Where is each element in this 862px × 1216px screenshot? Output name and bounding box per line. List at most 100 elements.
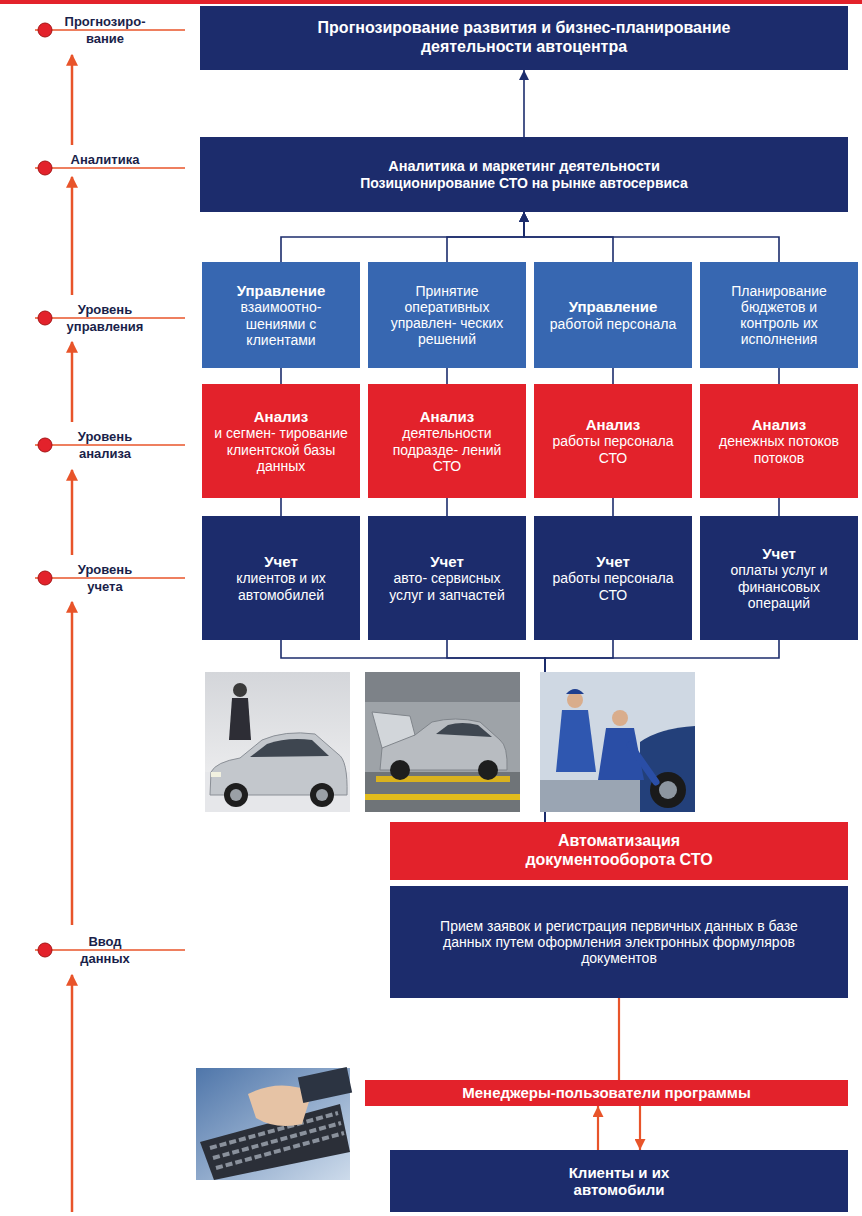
level-label: Ввод данных (74, 933, 136, 967)
worker-body (598, 728, 644, 780)
car-wheel (316, 789, 328, 801)
node-text: работой персонала (550, 316, 676, 332)
node-text: Анализ (586, 416, 640, 433)
client-box: Клиенты и их автомобили (390, 1150, 848, 1212)
node-text: денежных потоков потоков (712, 433, 846, 465)
node-text: Аналитика и маркетинг деятельности (388, 158, 660, 175)
connector-line (524, 212, 779, 262)
accounting-box: Учетклиентов и их автомобилей (202, 516, 360, 640)
connector-line (545, 640, 613, 822)
node-text: Анализ (752, 416, 806, 433)
person-body (229, 698, 251, 740)
analysis-box: Анализденежных потоков потоков (700, 384, 858, 498)
node-text: оплаты услуг и финансовых операций (712, 562, 846, 611)
keyboard-keys (213, 1123, 341, 1158)
accounting-box: Учетоплаты услуг и финансовых операций (700, 516, 858, 640)
level-dot (38, 23, 52, 37)
floor-stripe (365, 794, 520, 800)
accounting-box: Учетработы персонала СТО (534, 516, 692, 640)
level-arrow (71, 55, 74, 145)
process-box: Прием заявок и регистрация первичных дан… (390, 886, 848, 998)
node-text: работы персонала СТО (546, 570, 680, 602)
node-text: Учет (762, 545, 796, 562)
header-box: Прогнозирование развития и бизнес-планир… (200, 6, 848, 70)
connector-line (280, 368, 282, 384)
node-text: работы персонала СТО (546, 433, 680, 465)
node-text: и сегмен- тирование клиентской базы данн… (214, 425, 348, 474)
photo-floor (365, 772, 520, 812)
level-label: Уровень управления (62, 301, 148, 335)
node-text: Анализ (420, 408, 474, 425)
worker-body (556, 710, 596, 772)
car-wheel (390, 760, 410, 780)
connector-line (447, 640, 545, 822)
connector-line (281, 212, 524, 262)
level-underline (35, 167, 185, 169)
car-wheel (224, 783, 248, 807)
level-label: Уровень учета (65, 561, 145, 595)
connector-line (778, 368, 780, 384)
connector-line (778, 498, 780, 516)
management-box: Принятие оперативных управлен- ческих ре… (368, 262, 526, 368)
car-body (380, 719, 507, 770)
worker-head (567, 692, 583, 708)
node-text: деятельности подразде- лений СТО (380, 425, 514, 474)
photo-wall (365, 672, 520, 702)
node-text: Анализ (254, 408, 308, 425)
node-text: Управление (569, 298, 658, 315)
level-label: Аналитика (55, 151, 155, 168)
car-window (250, 739, 329, 757)
level-underline (35, 444, 185, 446)
connector-line (618, 998, 620, 1080)
level-dot (38, 943, 52, 957)
node-text: авто- сервисных услуг и запчастей (380, 570, 514, 602)
level-label: Прогнозиро- вание (57, 13, 153, 47)
photo-background (196, 1068, 350, 1180)
level-arrow (71, 177, 74, 295)
process-box: Аналитика и маркетинг деятельностиПозици… (200, 137, 848, 212)
node-text: Позиционирование СТО на рынке автосервис… (360, 175, 688, 191)
management-box: Управлениевзаимоотно- шениями с клиентам… (202, 262, 360, 368)
management-box: Планирование бюджетов и контроль их испо… (700, 262, 858, 368)
car-wheel (659, 781, 677, 799)
connector-line (280, 498, 282, 516)
connector-line (612, 498, 614, 516)
connector-line (545, 640, 779, 822)
node-text: Управление (237, 282, 326, 299)
node-text: Прием заявок и регистрация первичных дан… (430, 918, 808, 967)
car-wheel (478, 760, 498, 780)
level-dot (38, 161, 52, 175)
level-label: Уровень анализа (65, 428, 145, 462)
connector-line (523, 70, 525, 137)
level-arrow (71, 975, 74, 1212)
user-band: Менеджеры-пользователи программы (365, 1080, 848, 1106)
level-underline (35, 949, 185, 951)
node-text: клиентов и их автомобилей (214, 570, 348, 602)
worker-arm (630, 745, 656, 782)
photo-floor (540, 780, 695, 812)
hand (248, 1085, 312, 1126)
photo-background (365, 672, 520, 812)
level-underline (35, 317, 185, 319)
car-wheel (230, 789, 242, 801)
analysis-box: Анализи сегмен- тирование клиентской баз… (202, 384, 360, 498)
photo-floor (205, 772, 350, 812)
person-head (233, 683, 247, 697)
worker-cap (566, 689, 584, 694)
top-bar (0, 0, 862, 4)
node-text: Принятие оперативных управлен- ческих ре… (380, 283, 514, 348)
photo-background (540, 672, 695, 812)
car-hood (372, 712, 415, 748)
level-arrow (71, 602, 74, 925)
connector-line (447, 212, 524, 262)
analysis-box: Анализдеятельности подразде- лений СТО (368, 384, 526, 498)
car-body (210, 733, 347, 795)
connector-line (597, 1106, 599, 1150)
node-text: Прогнозирование развития и бизнес-планир… (310, 19, 738, 56)
lift-arm (376, 776, 510, 782)
level-arrow (71, 470, 74, 555)
connector-line (281, 640, 545, 822)
car-wheel (310, 783, 334, 807)
level-dot (38, 438, 52, 452)
